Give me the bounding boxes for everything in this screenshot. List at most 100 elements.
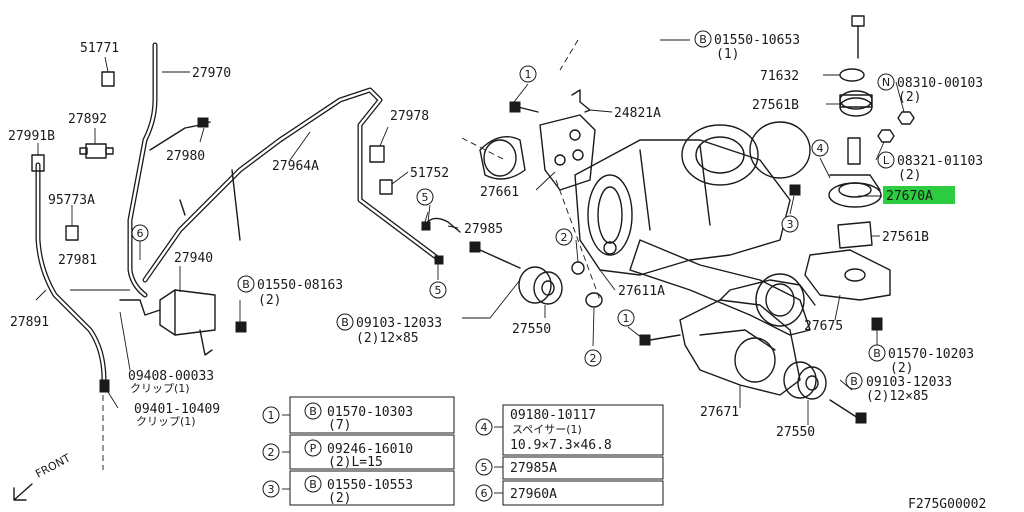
label-95773A: 95773A bbox=[48, 193, 95, 208]
label-09408-00033: 09408-00033 bbox=[128, 369, 214, 384]
label-01570-10203: 01570-10203 bbox=[888, 347, 974, 362]
bushing-27550-mid bbox=[518, 266, 563, 305]
leader-lines bbox=[35, 39, 905, 425]
svg-text:B: B bbox=[309, 478, 317, 491]
svg-text:(2)12×85: (2)12×85 bbox=[356, 331, 419, 346]
label-27980: 27980 bbox=[166, 149, 205, 164]
tube-27964A bbox=[142, 87, 443, 283]
bolt-left-long bbox=[469, 241, 521, 269]
tube-27970 bbox=[127, 42, 158, 298]
bolt-marker-3 bbox=[789, 184, 801, 196]
label-27985: 27985 bbox=[464, 222, 503, 237]
mount-27670A bbox=[828, 174, 882, 208]
label-27561B-top: 27561B bbox=[752, 98, 799, 113]
label-27675: 27675 bbox=[804, 319, 843, 334]
circle-markers: 1 4 3 2 2 1 5 5 6 B N L B B B B bbox=[131, 30, 895, 390]
svg-text:N: N bbox=[882, 76, 890, 89]
clip-51752 bbox=[379, 179, 393, 195]
pin-2-a bbox=[571, 261, 585, 275]
legend-row4-part: 09180-10117 bbox=[510, 408, 596, 423]
guide-right bbox=[461, 137, 506, 161]
svg-text:2: 2 bbox=[561, 231, 568, 244]
svg-text:B: B bbox=[850, 375, 858, 388]
svg-text:(2): (2) bbox=[328, 491, 351, 506]
svg-text:B: B bbox=[699, 33, 707, 46]
legend-row3-part: 01550-10553 bbox=[327, 478, 413, 493]
legend-row2-part: 09246-16010 bbox=[327, 442, 413, 457]
svg-text:クリップ(1): クリップ(1) bbox=[136, 415, 196, 428]
svg-text:4: 4 bbox=[817, 142, 824, 155]
label-09103-12033-right: 09103-12033 bbox=[866, 375, 952, 390]
svg-text:(2)12×85: (2)12×85 bbox=[866, 389, 929, 404]
rear-member-27671 bbox=[679, 279, 816, 396]
svg-text:B: B bbox=[341, 316, 349, 329]
label-08321-01103: 08321-01103 bbox=[897, 154, 983, 169]
svg-text:(2): (2) bbox=[258, 293, 281, 308]
svg-text:(2): (2) bbox=[890, 361, 913, 376]
differential-carrier-27611A bbox=[574, 121, 811, 276]
svg-text:6: 6 bbox=[481, 487, 488, 500]
washer-71632 bbox=[839, 68, 865, 82]
svg-text:B: B bbox=[242, 278, 250, 291]
label-01550-10653: 01550-10653 bbox=[714, 33, 800, 48]
label-01550-08163: 01550-08163 bbox=[257, 278, 343, 293]
svg-text:(2): (2) bbox=[898, 168, 921, 183]
svg-text:(2)L=15: (2)L=15 bbox=[328, 455, 383, 470]
guide-center bbox=[555, 39, 601, 301]
cushion-27561B-bot bbox=[837, 221, 873, 249]
valve-27892 bbox=[79, 143, 114, 159]
svg-text:5: 5 bbox=[481, 461, 488, 474]
bolt-marker-1-bot bbox=[639, 334, 651, 346]
bolt-01550-10653 bbox=[851, 15, 865, 59]
label-09103-12033-left: 09103-12033 bbox=[356, 316, 442, 331]
svg-text:3: 3 bbox=[268, 483, 275, 496]
label-27670A: 27670A bbox=[886, 189, 933, 204]
bolt-right-long bbox=[829, 399, 867, 424]
clip-95773A bbox=[65, 225, 79, 241]
spacer-09180 bbox=[847, 137, 861, 165]
svg-text:3: 3 bbox=[787, 218, 794, 231]
svg-text:1: 1 bbox=[525, 68, 532, 81]
bolt-shank-1-top bbox=[517, 106, 539, 113]
svg-text:スペイサー(1): スペイサー(1) bbox=[512, 423, 582, 436]
svg-text:P: P bbox=[310, 442, 317, 455]
clip-27978 bbox=[369, 145, 385, 163]
svg-text:5: 5 bbox=[422, 191, 429, 204]
svg-text:クリップ(1): クリップ(1) bbox=[130, 382, 190, 395]
svg-text:(2): (2) bbox=[898, 90, 921, 105]
clip-5-a bbox=[421, 221, 431, 231]
callout-labels: 51771 27970 27892 27991B 27980 95773A 27… bbox=[8, 33, 986, 512]
svg-text:(7): (7) bbox=[328, 418, 351, 433]
diagram-code: F275G00002 bbox=[908, 497, 986, 512]
module-27940 bbox=[119, 289, 216, 356]
label-27970: 27970 bbox=[192, 66, 231, 81]
bolt-01570-10203 bbox=[871, 317, 883, 331]
label-09401-10409: 09401-10409 bbox=[134, 402, 220, 417]
legend-row5-part: 27985A bbox=[510, 461, 557, 476]
bracket-24821A bbox=[571, 89, 591, 113]
svg-text:2: 2 bbox=[268, 446, 275, 459]
svg-text:L: L bbox=[883, 154, 890, 167]
label-27891: 27891 bbox=[10, 315, 49, 330]
svg-text:1: 1 bbox=[623, 312, 630, 325]
svg-text:FRONT: FRONT bbox=[33, 451, 73, 480]
bolt-01550-08163 bbox=[235, 321, 247, 333]
label-27661: 27661 bbox=[480, 185, 519, 200]
label-27611A: 27611A bbox=[618, 284, 665, 299]
bushing-27550-bot bbox=[783, 361, 827, 400]
label-24821A: 24821A bbox=[614, 106, 661, 121]
front-member-27661 bbox=[479, 114, 596, 191]
label-51752: 51752 bbox=[410, 166, 449, 181]
svg-text:B: B bbox=[309, 405, 317, 418]
front-arrow: FRONT bbox=[13, 451, 73, 501]
pin-2-b bbox=[585, 292, 603, 308]
label-27892: 27892 bbox=[68, 112, 107, 127]
nut-08321 bbox=[877, 129, 895, 143]
nut-08310 bbox=[897, 111, 915, 125]
legend-row1-part: 01570-10303 bbox=[327, 405, 413, 420]
label-27981: 27981 bbox=[58, 253, 97, 268]
clip-51771 bbox=[101, 71, 115, 87]
label-27940: 27940 bbox=[174, 251, 213, 266]
label-27978: 27978 bbox=[390, 109, 429, 124]
